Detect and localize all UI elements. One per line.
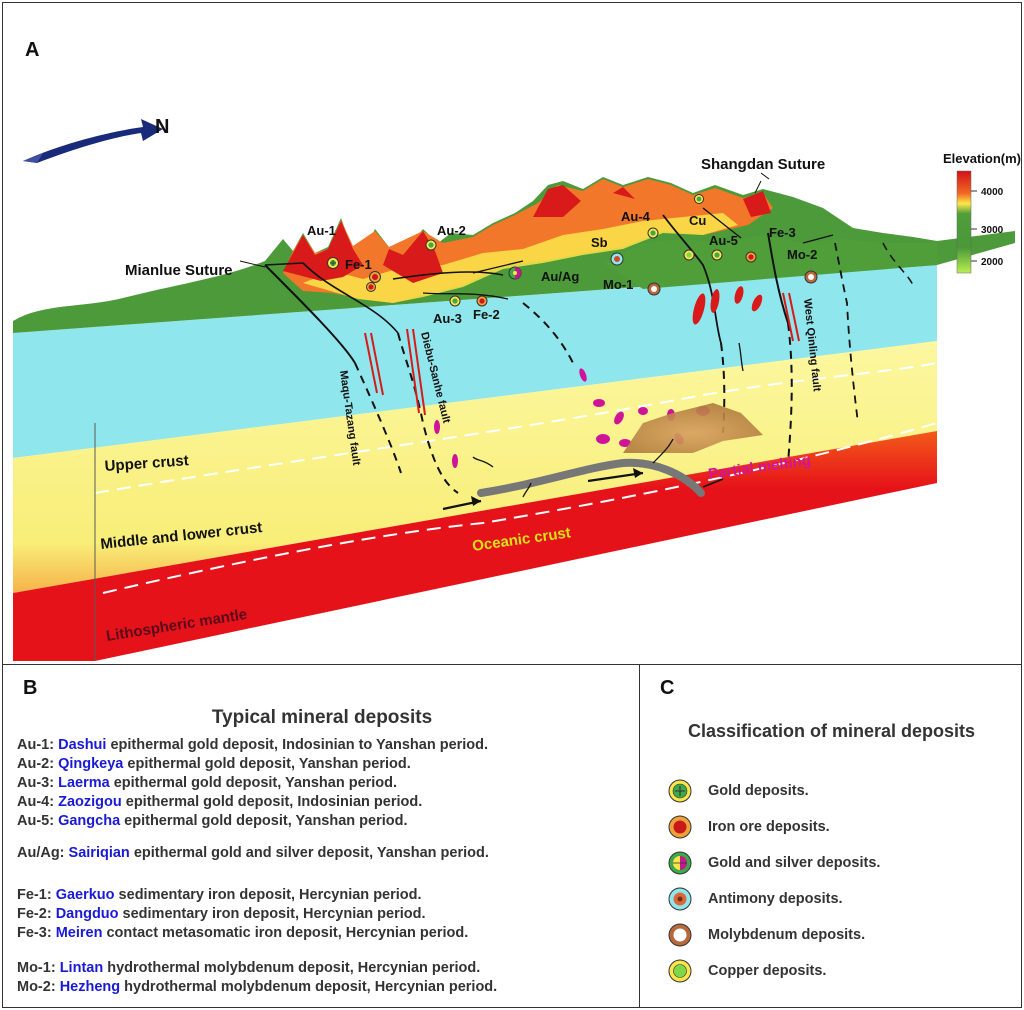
panel-b: B Typical mineral deposits Au-1: Dashui … xyxy=(2,664,640,1008)
panel-c-label: C xyxy=(660,677,675,699)
panel-c: C Classification of mineral deposits Gol… xyxy=(639,664,1022,1008)
classification-title: Classification of mineral deposits xyxy=(687,721,976,741)
antimony-deposit-icon xyxy=(668,887,692,911)
deposit-row-au4: Au-4: Zaozigou epithermal gold deposit, … xyxy=(17,794,423,810)
deposit-row-mo2: Mo-2: Hezheng hydrothermal molybdenum de… xyxy=(17,979,498,995)
gold-deposit-marker xyxy=(449,295,461,307)
deposit-row-au2: Au-2: Qingkeya epithermal gold deposit, … xyxy=(17,756,411,772)
panel-a-label: A xyxy=(25,39,40,61)
deposit-label-auag: Au/Ag xyxy=(541,269,579,284)
deposit-label-sb: Sb xyxy=(591,235,608,250)
typical-deposits-title: Typical mineral deposits xyxy=(211,707,433,728)
deposit-row-auag: Au/Ag: Sairiqian epithermal gold and sil… xyxy=(17,845,489,861)
iron-deposit-marker xyxy=(476,295,488,307)
deposit-label-fe1: Fe-1 xyxy=(345,257,372,272)
partial-melting-zone xyxy=(623,403,763,453)
upper-crust-label: Upper crust xyxy=(104,452,189,475)
north-arrow-icon xyxy=(23,119,163,163)
deposit-label-mo1: Mo-1 xyxy=(603,277,633,292)
gold-deposit-icon xyxy=(668,779,692,803)
elevation-tick-2000: 2000 xyxy=(981,257,1004,268)
geologic-block-diagram: Elevation(m) 4000 3000 2000 N Mianlue Su… xyxy=(13,116,1021,661)
terrain-peaks-red xyxy=(283,185,771,283)
deposit-markers xyxy=(327,194,818,307)
gold-deposit-marker xyxy=(647,227,659,239)
panel-a: A xyxy=(2,2,1022,665)
molybdenum-deposit-marker xyxy=(804,270,818,284)
moho-boundary xyxy=(102,422,938,594)
gold-silver-deposit-marker xyxy=(508,266,522,280)
deposit-row-fe1: Fe-1: Gaerkuo sedimentary iron deposit, … xyxy=(17,887,422,903)
deposit-label-cu: Cu xyxy=(689,213,706,228)
deposit-label-mo2: Mo-2 xyxy=(787,247,817,262)
copper-deposit-marker xyxy=(683,249,695,261)
upper-crust-front xyxy=(13,265,937,458)
oceanic-crust-slab xyxy=(477,458,705,497)
iron-deposit-marker xyxy=(366,282,376,292)
classification-item-gold: Gold deposits. xyxy=(668,779,809,803)
classification-item-antimony: Antimony deposits. xyxy=(668,887,843,911)
gold-silver-deposit-icon xyxy=(668,851,692,875)
deposit-label-au3: Au-3 xyxy=(433,311,462,326)
panel-b-label: B xyxy=(23,677,38,699)
elevation-tick-4000: 4000 xyxy=(981,187,1004,198)
deposit-label-au4: Au-4 xyxy=(621,209,651,224)
molybdenum-deposit-icon xyxy=(668,923,692,947)
deposit-row-fe2: Fe-2: Dangduo sedimentary iron deposit, … xyxy=(17,906,426,922)
diebu-sanhe-fault-line xyxy=(397,332,459,494)
mianlue-suture-label: Mianlue Suture xyxy=(125,262,233,279)
middle-lower-crust-front xyxy=(13,341,937,593)
iron-deposit-icon xyxy=(668,815,692,839)
deposit-row-fe3: Fe-3: Meiren contact metasomatic iron de… xyxy=(17,925,469,941)
classification-item-iron: Iron ore deposits. xyxy=(668,815,830,839)
north-label: N xyxy=(155,116,169,138)
maqu-tazang-fault-line xyxy=(264,264,356,364)
deposit-row-au3: Au-3: Laerma epithermal gold deposit, Ya… xyxy=(17,775,398,791)
gold-deposit-marker xyxy=(327,257,339,269)
lithospheric-mantle-front xyxy=(13,431,937,661)
gold-deposit-marker xyxy=(425,239,437,251)
molybdenum-deposit-marker xyxy=(647,282,661,296)
deposit-row-au5: Au-5: Gangcha epithermal gold deposit, Y… xyxy=(17,813,408,829)
deposit-row-mo1: Mo-1: Lintan hydrothermal molybdenum dep… xyxy=(17,960,481,976)
gold-deposit-marker xyxy=(694,194,704,204)
deposit-label-fe3: Fe-3 xyxy=(769,225,796,240)
classification-item-gold-silver: Gold and silver deposits. xyxy=(668,851,880,875)
classification-item-copper: Copper deposits. xyxy=(668,959,826,983)
deposit-label-fe2: Fe-2 xyxy=(473,307,500,322)
iron-deposit-marker xyxy=(745,251,757,263)
shangdan-suture-label: Shangdan Suture xyxy=(701,156,825,173)
intrusion-lenses xyxy=(692,286,763,325)
upper-crust-boundary xyxy=(94,362,938,494)
deposit-label-au5: Au-5 xyxy=(709,233,738,248)
gold-deposit-marker xyxy=(711,249,723,261)
terrain-green-north xyxy=(603,235,937,289)
elevation-color-bar xyxy=(956,170,972,274)
deposit-row-au1: Au-1: Dashui epithermal gold deposit, In… xyxy=(17,737,489,753)
west-qinling-fault-line xyxy=(767,232,789,324)
antimony-deposit-marker xyxy=(610,252,624,266)
iron-deposit-marker xyxy=(369,271,381,283)
copper-deposit-icon xyxy=(668,959,692,983)
elevation-tick-3000: 3000 xyxy=(981,225,1004,236)
deposit-label-au1: Au-1 xyxy=(307,223,336,238)
elevation-title: Elevation(m) xyxy=(943,151,1021,166)
deposit-label-au2: Au-2 xyxy=(437,223,466,238)
classification-item-molybdenum: Molybdenum deposits. xyxy=(668,923,865,947)
